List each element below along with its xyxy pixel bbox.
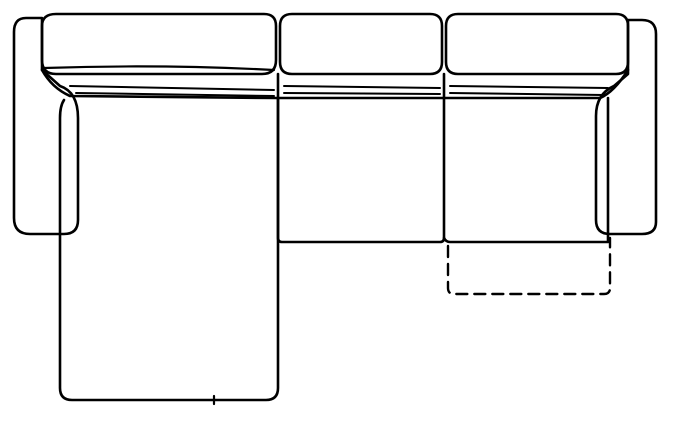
back-cushion-right	[444, 12, 630, 76]
band-seam-mid-bottom	[283, 92, 441, 95]
back-cushion-middle	[278, 12, 444, 76]
band-seam-mid-top	[283, 85, 441, 89]
band-seam-left-bottom	[75, 92, 275, 97]
chaise-cushion	[58, 96, 280, 402]
left-arm	[12, 16, 80, 236]
band-seam-right-bottom	[449, 92, 605, 96]
footrest-outline	[446, 236, 612, 296]
back-cushion-left	[40, 12, 278, 76]
right-arm	[594, 18, 658, 236]
back-cushion-left-seam	[42, 65, 276, 72]
band-seam-left-top	[69, 85, 275, 91]
band-seam-right-top	[449, 85, 609, 89]
seat-right	[442, 96, 610, 244]
